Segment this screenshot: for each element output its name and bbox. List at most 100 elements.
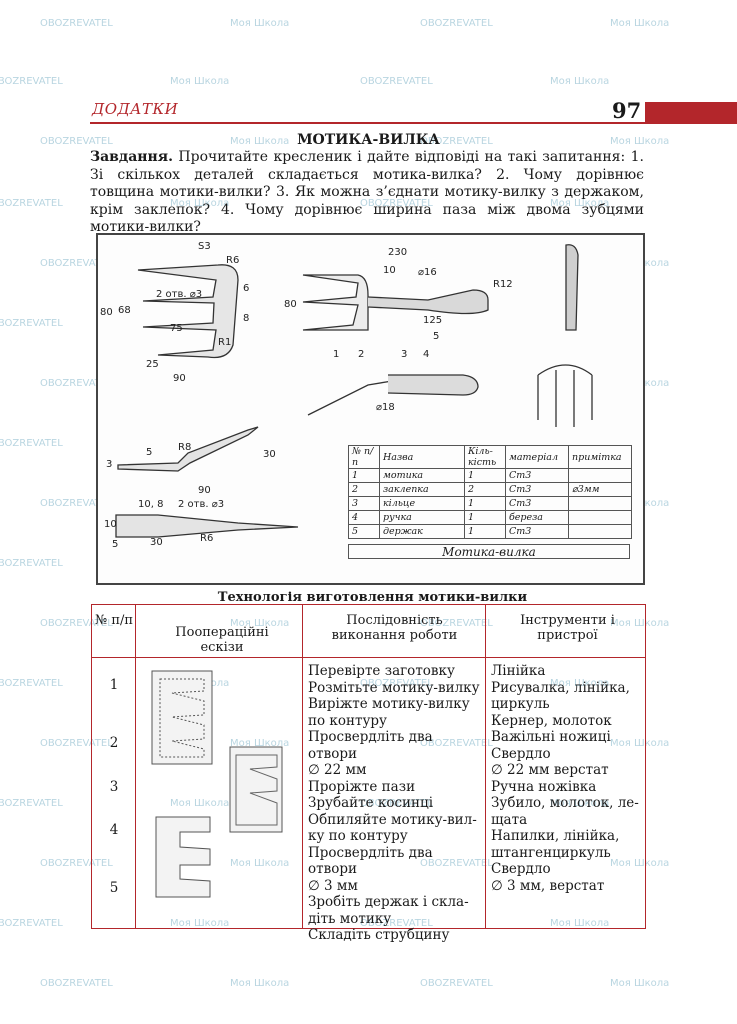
spec-cell: Ст3	[505, 496, 569, 511]
watermark: Моя Школа	[610, 858, 670, 869]
dim-phi16: ⌀16	[418, 267, 437, 278]
step-line: Виріжте мотику-вилку	[308, 696, 470, 712]
tool-line: Лінійка	[491, 663, 546, 679]
watermark: OBOZREVATEL	[0, 76, 63, 87]
watermark: Моя Школа	[230, 978, 290, 989]
watermark: OBOZREVATEL	[0, 678, 63, 689]
watermark: Моя Школа	[610, 18, 670, 29]
spec-header: Назва	[379, 445, 465, 469]
dim-90: 90	[173, 373, 186, 384]
tools-column: Лінійка Рисувалка, лінійка, циркуль Керн…	[491, 663, 643, 894]
tech-title: Технологія виготовлення мотики-вилки	[217, 590, 528, 605]
drawing-svg: S3 R6 2 отв. ⌀3 6 80 68 8 75 R1 25 90 23…	[100, 241, 593, 550]
watermark: OBOZREVATEL	[40, 498, 113, 509]
dim-r8: R8	[178, 442, 191, 453]
spec-header: № п/п	[348, 445, 380, 469]
header-rule	[90, 122, 737, 124]
step-line: Зрубайте косинці	[308, 795, 434, 811]
sketch-blank-2	[229, 746, 283, 833]
dim-5: 5	[433, 331, 439, 342]
watermark: Моя Школа	[610, 978, 670, 989]
watermark: OBOZREVATEL	[0, 438, 63, 449]
watermark: Моя Школа	[610, 618, 670, 629]
page-title: МОТИКА-ВИЛКА	[297, 132, 440, 148]
table-row: 4 ручка 1 береза	[348, 510, 632, 525]
watermark: Моя Школа	[170, 918, 230, 929]
watermark: OBOZREVATEL	[40, 136, 113, 147]
spec-cell: 3	[348, 496, 380, 511]
dim-125: 125	[423, 315, 442, 326]
watermark: OBOZREVATEL	[40, 258, 113, 269]
watermark: OBOZREVATEL	[0, 318, 63, 329]
dim-6: 6	[243, 283, 249, 294]
step-line: ку по контуру	[308, 828, 408, 844]
watermark: OBOZREVATEL	[420, 738, 493, 749]
handle-top	[367, 289, 489, 315]
sketch-outline	[159, 678, 205, 758]
spec-cell: ⌀3мм	[568, 482, 632, 497]
row-num: 5	[109, 880, 119, 896]
spec-cell: 1	[464, 524, 506, 539]
dim-phi18: ⌀18	[376, 402, 395, 413]
operation-sketches	[151, 670, 283, 898]
spec-cell: 2	[348, 482, 380, 497]
watermark: OBOZREVATEL	[420, 978, 493, 989]
tool-line: Свердло	[491, 861, 551, 877]
page-number: 97	[612, 98, 642, 123]
tool-line: Напилки, лінійка,	[491, 828, 620, 844]
spec-cell: заклепка	[379, 482, 465, 497]
dim-25: 25	[146, 359, 159, 370]
dim-r1: R1	[218, 337, 231, 348]
fork-side-shape	[302, 274, 369, 331]
watermark: Моя Школа	[230, 858, 290, 869]
step-line: Просвердліть два отвори	[308, 729, 433, 762]
dim-holes: 2 отв. ⌀3	[156, 289, 202, 300]
assembly-handle	[387, 374, 479, 396]
tool-line: Рисувалка, лінійка,	[491, 679, 630, 696]
watermark: OBOZREVATEL	[40, 618, 113, 629]
table-row: 2 заклепка 2 Ст3 ⌀3мм	[348, 482, 632, 497]
watermark: OBOZREVATEL	[0, 918, 63, 929]
task-text: Прочитайте кресленик і дайте відповіді н…	[90, 149, 644, 235]
spec-cell: мотика	[379, 468, 465, 483]
spec-cell	[568, 510, 632, 525]
step-line: Зробіть держак і скла-	[308, 894, 469, 910]
spec-cell: береза	[505, 510, 569, 525]
dim-10b: 10	[104, 519, 117, 530]
dim-5c: 5	[112, 539, 118, 550]
spec-cell: 1	[464, 468, 506, 483]
tool-line: циркуль	[491, 696, 550, 712]
watermark: OBOZREVATEL	[40, 18, 113, 29]
dim-3: 3	[106, 459, 112, 470]
dim-8: 8	[243, 313, 249, 324]
watermark: OBOZREVATEL	[0, 558, 63, 569]
side-view-profile	[117, 426, 259, 472]
spec-cell: 4	[348, 510, 380, 525]
th-tools: Інструменти і пристрої	[520, 613, 615, 643]
dim-holes2: 2 отв. ⌀3	[178, 499, 224, 510]
sketch-cut	[235, 754, 278, 826]
spec-cell: ручка	[379, 510, 465, 525]
row-num: 4	[109, 822, 119, 838]
spec-cell: Ст3	[505, 468, 569, 483]
watermark: Моя Школа	[170, 198, 230, 209]
header-divider	[92, 657, 645, 658]
row-num: 1	[109, 677, 119, 693]
tool-line: ∅ 22 мм верстат	[491, 762, 609, 778]
step-line: Просвердліть два отвори	[308, 844, 433, 878]
spec-caption: Мотика-вилка	[348, 544, 630, 559]
spec-cell	[568, 496, 632, 511]
header-tab	[645, 102, 737, 122]
tool-line: Кернер, молоток	[491, 712, 612, 729]
spec-cell: Ст3	[505, 482, 569, 497]
tool-line: ∅ 3 мм, верстат	[491, 877, 605, 894]
watermark: OBOZREVATEL	[360, 798, 433, 809]
dim-80b: 80	[284, 299, 297, 310]
step-line: Проріжте пази	[308, 778, 416, 795]
watermark: Моя Школа	[170, 798, 230, 809]
watermark: OBOZREVATEL	[420, 18, 493, 29]
dim-90b: 90	[198, 485, 211, 496]
step-line: Обпиляйте мотику-вил-	[308, 811, 477, 828]
step-line: ∅ 3 мм	[308, 877, 358, 894]
tool-line: Важільні ножиці	[491, 729, 611, 745]
